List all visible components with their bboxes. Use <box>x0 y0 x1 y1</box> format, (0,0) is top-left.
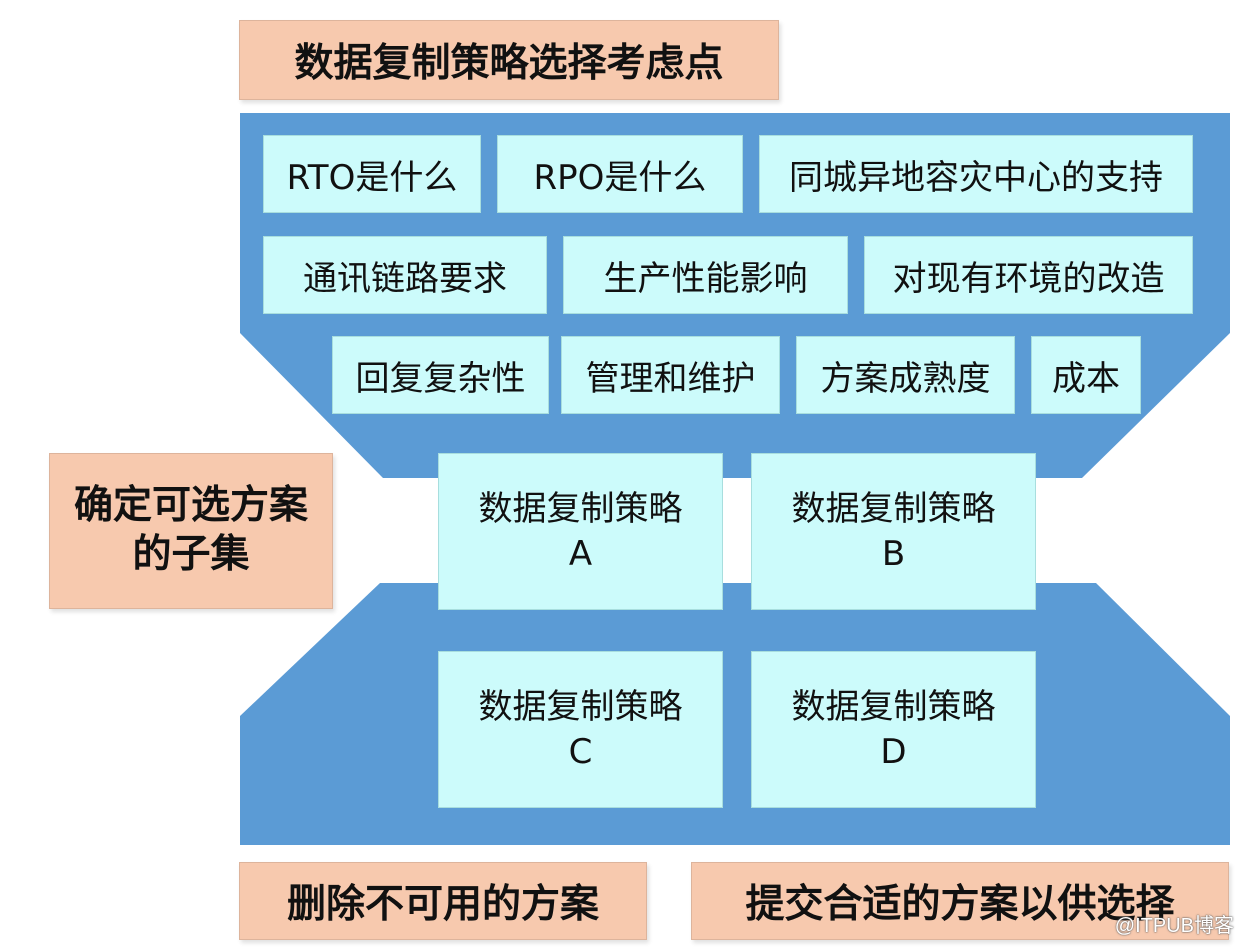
remove-unusable-label: 删除不可用的方案 <box>239 862 647 940</box>
consideration-item-dr-center: 同城异地容灾中心的支持 <box>759 135 1193 213</box>
page-title-text: 数据复制策略选择考虑点 <box>294 41 724 86</box>
consideration-item-rpo: RPO是什么 <box>497 135 743 213</box>
subset-label-line2: 的子集 <box>132 532 250 577</box>
consideration-item-management: 管理和维护 <box>561 336 780 414</box>
strategy-box-c: 数据复制策略 C <box>438 651 723 808</box>
strategy-box-b: 数据复制策略 B <box>751 453 1036 610</box>
strategy-name: 数据复制策略 <box>478 489 683 530</box>
consideration-item-rto: RTO是什么 <box>263 135 481 213</box>
watermark: @ITPUB博客 <box>1114 915 1234 937</box>
consideration-item-performance-impact: 生产性能影响 <box>563 236 848 314</box>
consideration-item-environment-change: 对现有环境的改造 <box>864 236 1193 314</box>
submit-suitable-label: 提交合适的方案以供选择 <box>691 862 1229 940</box>
strategy-name: 数据复制策略 <box>478 687 683 728</box>
consideration-item-recovery-complexity: 回复复杂性 <box>332 336 549 414</box>
bottom-funnel-shape <box>240 583 1230 845</box>
consideration-item-link-requirement: 通讯链路要求 <box>263 236 547 314</box>
subset-label: 确定可选方案 的子集 <box>49 453 333 609</box>
strategy-letter: D <box>880 731 907 772</box>
strategy-name: 数据复制策略 <box>791 489 996 530</box>
strategy-box-d: 数据复制策略 D <box>751 651 1036 808</box>
strategy-letter: B <box>881 533 906 574</box>
page-title: 数据复制策略选择考虑点 <box>239 20 779 100</box>
strategy-letter: A <box>568 533 593 574</box>
strategy-box-a: 数据复制策略 A <box>438 453 723 610</box>
consideration-item-maturity: 方案成熟度 <box>796 336 1015 414</box>
strategy-name: 数据复制策略 <box>791 687 996 728</box>
strategy-letter: C <box>568 731 593 772</box>
subset-label-line1: 确定可选方案 <box>73 483 308 529</box>
consideration-item-cost: 成本 <box>1031 336 1141 414</box>
